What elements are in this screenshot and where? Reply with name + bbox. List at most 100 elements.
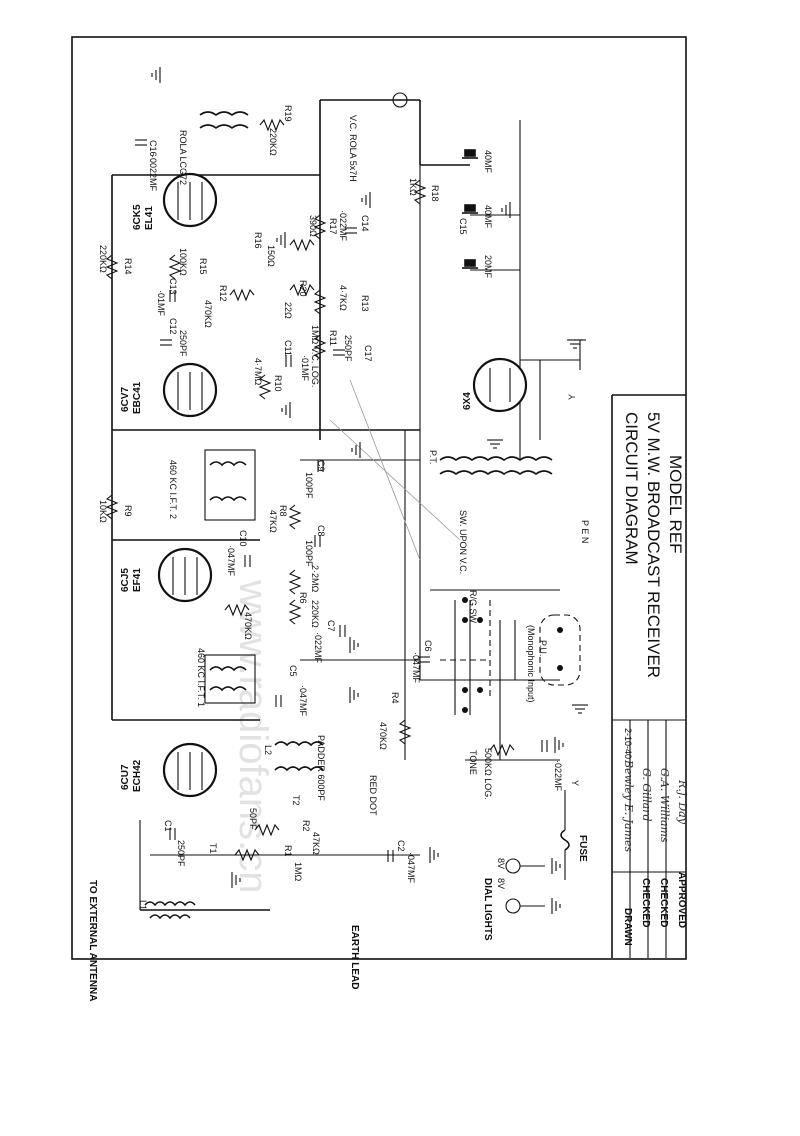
if-transformer-2: 460 KC I.F.T. 2 (168, 449, 256, 521)
row-label-drawn: DRAWN (622, 908, 633, 946)
c1-value: 250PF (176, 840, 186, 867)
c15-label: C15 (458, 218, 468, 235)
c8-label: C8 (316, 525, 326, 537)
row-label-approved: APPROVED (676, 872, 687, 928)
r17-value: 390Ω (308, 215, 318, 237)
r9-label: R9 (123, 505, 133, 517)
r1-label: R1 (283, 845, 293, 857)
rg-sw-label: R/G SW (468, 590, 478, 624)
signature-approved: R.J. Day (676, 779, 689, 825)
fuse-icon (560, 829, 570, 851)
r15-value: 100KΩ (178, 248, 188, 276)
earth-lead-label: EARTH LEAD (349, 925, 360, 989)
r10-value: 4·7MΩ (253, 358, 263, 386)
c13-label: C13 (168, 278, 178, 295)
r8-value: 47KΩ (268, 510, 278, 533)
r17-label: R17 (328, 218, 338, 235)
c1-label: C1 (163, 820, 173, 832)
row-label-checked-2: CHECKED (658, 878, 669, 927)
c2-value: ·047MF (406, 852, 416, 884)
resistor-r2 (254, 823, 280, 837)
tube-v3-type: 6CV7 (120, 387, 131, 412)
tube-v3: 6CV7 EBC41 (120, 362, 218, 418)
r6-value: 220KΩ (310, 600, 320, 628)
c9-label: C9 (316, 460, 326, 472)
tube-v1: 6CU7 ECH42 (120, 742, 218, 798)
t2-label: T2 (291, 795, 301, 806)
pu-label: P.U. (538, 640, 548, 656)
r20-label: R20 (298, 280, 308, 297)
c12-value: 250PF (178, 330, 188, 357)
dial-lamp-1-voltage: 8V (496, 858, 506, 869)
resistor-r19 (259, 118, 285, 132)
resistor-r5 (224, 603, 250, 617)
speaker-label: V.C. ROLA 5x7H (348, 115, 358, 182)
sheet-border (71, 36, 687, 960)
c7-value: ·022MF (313, 632, 323, 664)
resistor-r15 (168, 254, 182, 280)
antenna-label: TO EXTERNAL ANTENNA (87, 880, 98, 1002)
r14-value: 220KΩ (98, 245, 108, 273)
pickup-socket (539, 614, 581, 686)
coil-l1: L1 (138, 900, 196, 920)
r4-label: R4 (390, 692, 400, 704)
r2-value: 47KΩ (311, 832, 321, 855)
r16-value: 150Ω (266, 245, 276, 267)
resistor-r18 (413, 179, 427, 205)
r19-label: R19 (283, 105, 293, 122)
tube-v2: 6CJ5 EF41 (120, 547, 213, 603)
c17-value: 250PF (343, 335, 353, 362)
power-transformer: P.T. SW. UPON V.C. P E N (428, 450, 590, 574)
r18-label: R18 (430, 185, 440, 202)
title-line-1: CIRCUIT DIAGRAM (622, 412, 641, 565)
if2-label: 460 KC I.F.T. 2 (168, 460, 178, 519)
r14-label: R14 (123, 258, 133, 275)
r11-label: R11 (328, 330, 338, 346)
component-symbols (105, 118, 581, 914)
earth-symbols (151, 67, 588, 914)
red-dot-label: RED DOT (368, 775, 378, 816)
c7-label: C7 (326, 620, 336, 632)
r15-label: R15 (198, 258, 208, 275)
elec-2-value: 40MF (483, 205, 493, 229)
c5-label: C5 (288, 665, 298, 677)
label-y-fuse: Y (570, 780, 580, 786)
padder-label: PADDER 600PF (316, 735, 326, 801)
pen-label: P E N (580, 520, 590, 543)
r4-value: 470KΩ (378, 722, 388, 750)
c6-value: ·047MF (411, 652, 421, 684)
resistor-r4 (398, 719, 412, 745)
output-label: ROLA LCG72 (178, 130, 188, 185)
c11-label: C11 (283, 340, 293, 356)
elec-1-value: 20MF (483, 255, 493, 279)
tube-v4: 6CK5 EL41 (132, 172, 218, 230)
signature-checked-2: G.A. Williams (658, 768, 671, 843)
c14-label: C14 (360, 215, 370, 232)
c5-value: ·047MF (298, 685, 308, 717)
mono-label: (Monophonic Input) (526, 625, 536, 703)
r12-label: R12 (218, 285, 228, 302)
r5-value: 470KΩ (243, 612, 253, 640)
resistor-r20 (289, 283, 315, 297)
r18-value: 1KΩ (408, 178, 418, 196)
pt-label: P.T. (428, 450, 438, 464)
resistor-r14 (105, 254, 119, 280)
resistor-r9 (105, 494, 119, 520)
r10-label: R10 (273, 375, 283, 392)
resistor-r1 (234, 848, 260, 862)
output-transformer: ROLA LCG72 V.C. ROLA 5x7H (178, 92, 408, 185)
watermark: www.radiofans.cn (231, 579, 275, 893)
if1-label: 460 KC I.F.T. 1 (196, 648, 206, 707)
r12-value: 470KΩ (203, 300, 213, 328)
tube-v5-type: 6X4 (462, 392, 473, 410)
elec-3-value: 40MF (483, 150, 493, 174)
title-block: CIRCUIT DIAGRAM 5V M.W. BROADCAST RECEIV… (611, 394, 689, 958)
c9-value: 100PF (304, 472, 314, 499)
c14-value: ·022MF (338, 210, 348, 242)
resistor-r12 (229, 288, 255, 302)
tube-v5-envelope (472, 357, 528, 413)
c16-label: C16 (148, 140, 158, 157)
tube-v4-alt: EL41 (144, 206, 155, 230)
r8-label: R8 (278, 505, 288, 517)
